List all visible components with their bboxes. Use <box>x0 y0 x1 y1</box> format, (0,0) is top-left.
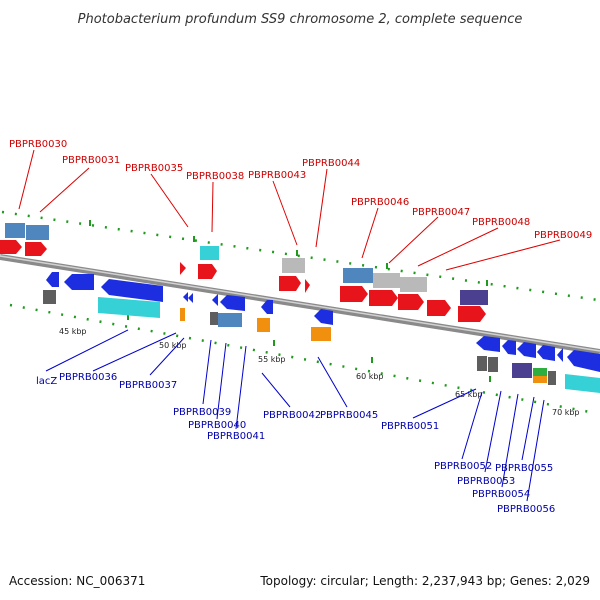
cds-forward-arrow <box>305 279 310 293</box>
map-title: Photobacterium profundum SS9 chromosome … <box>78 12 523 27</box>
gene-feature <box>311 327 331 341</box>
gene-label: PBPRB0056 <box>497 504 555 515</box>
cds-reverse-arrow <box>476 336 500 352</box>
cds-forward-arrow <box>458 306 486 322</box>
gene-feature <box>533 376 547 383</box>
gene-feature <box>400 277 427 292</box>
scale-label: 55 kbp <box>258 355 286 364</box>
scale-labels: 45 kbp 50 kbp 55 kbp 60 kbp 65 kbp 70 kb… <box>59 327 580 417</box>
cds-forward-arrow <box>427 300 451 316</box>
gene-feature <box>257 318 270 332</box>
cds-forward-arrow <box>340 286 368 302</box>
cds-reverse-arrow <box>220 295 245 311</box>
cds-reverse-arrow <box>261 300 273 314</box>
gene-label: PBPRB0044 <box>302 158 360 169</box>
gene-label: PBPRB0049 <box>534 230 592 241</box>
major-ticks <box>89 220 491 382</box>
gene-feature <box>43 290 56 304</box>
gene-label: PBPRB0040 <box>188 420 246 431</box>
gene-label: PBPRB0039 <box>173 407 231 418</box>
gene-label: PBPRB0051 <box>381 421 439 432</box>
cds-reverse-arrow <box>46 272 59 287</box>
gene-label: PBPRB0048 <box>472 217 530 228</box>
gene-feature <box>26 225 49 240</box>
cds-forward-arrow <box>198 264 217 279</box>
gene-feature <box>180 308 185 321</box>
cds-reverse-arrow <box>557 348 563 362</box>
gene-feature <box>282 258 305 273</box>
gene-label: PBPRB0036 <box>59 372 117 383</box>
tick-track-lower <box>9 303 591 414</box>
gene-feature <box>5 223 25 238</box>
gene-label: PBPRB0043 <box>248 170 306 181</box>
cds-reverse-arrow <box>537 345 555 361</box>
topology-summary: Topology: circular; Length: 2,237,943 bp… <box>259 574 590 588</box>
scale-label: 45 kbp <box>59 327 87 336</box>
gene-label: PBPRB0046 <box>351 197 409 208</box>
gene-feature <box>98 297 160 318</box>
gene-label: PBPRB0047 <box>412 207 470 218</box>
gene-label: PBPRB0053 <box>457 476 515 487</box>
cds-reverse-arrow <box>212 294 218 306</box>
gene-label: lacZ <box>36 376 57 387</box>
cds-reverse-arrow <box>314 309 333 325</box>
gene-label: PBPRB0031 <box>62 155 120 166</box>
gene-label: PBPRB0055 <box>495 463 553 474</box>
scale-label: 60 kbp <box>356 372 384 381</box>
cds-reverse-arrow <box>101 279 163 302</box>
cds-forward-arrow <box>25 242 47 256</box>
gene-feature <box>548 371 556 385</box>
cds-forward-arrow <box>369 290 398 306</box>
gene-label: PBPRB0052 <box>434 461 492 472</box>
cds-reverse-arrow <box>188 293 193 303</box>
gene-feature <box>512 363 532 378</box>
scale-label: 50 kbp <box>159 341 187 350</box>
cds-forward-arrow <box>398 294 424 310</box>
scale-label: 65 kbp <box>455 390 483 399</box>
cds-forward-arrow <box>279 276 301 291</box>
gene-label: PBPRB0037 <box>119 380 177 391</box>
gene-label: PBPRB0030 <box>9 139 67 150</box>
scale-label: 70 kbp <box>552 408 580 417</box>
accession-text: Accession: NC_006371 <box>9 574 145 588</box>
gene-feature <box>488 357 498 372</box>
gene-feature <box>210 312 218 325</box>
gene-label: PBPRB0045 <box>320 410 378 421</box>
gene-feature <box>477 356 487 371</box>
gene-feature <box>343 268 373 283</box>
cds-reverse-arrow <box>64 274 94 290</box>
gene-feature <box>200 246 219 260</box>
cds-reverse-arrow <box>567 350 600 372</box>
gene-feature <box>460 290 488 305</box>
cds-reverse-arrow <box>517 342 536 358</box>
gene-label: PBPRB0041 <box>207 431 265 442</box>
gene-label: PBPRB0038 <box>186 171 244 182</box>
gene-feature <box>533 368 547 376</box>
gene-labels-top: PBPRB0030 PBPRB0031 PBPRB0035 PBPRB0038 … <box>9 139 592 241</box>
cds-reverse-arrow <box>183 292 188 302</box>
gene-label: PBPRB0054 <box>472 489 530 500</box>
gene-feature <box>565 374 600 393</box>
cds-forward-arrow <box>180 262 186 275</box>
upper-features <box>0 223 488 322</box>
gene-label: PBPRB0042 <box>263 410 321 421</box>
backbone <box>0 254 600 355</box>
gene-feature <box>218 313 242 327</box>
cds-forward-arrow <box>0 240 22 254</box>
lower-features <box>43 272 600 393</box>
gene-feature <box>373 273 400 288</box>
gene-label: PBPRB0035 <box>125 163 183 174</box>
cds-reverse-arrow <box>502 340 516 355</box>
gene-labels-bottom: lacZ PBPRB0036 PBPRB0037 PBPRB0039 PBPRB… <box>36 372 555 515</box>
leader-lines-top <box>18 149 561 271</box>
leader-lines-bottom <box>45 329 545 502</box>
